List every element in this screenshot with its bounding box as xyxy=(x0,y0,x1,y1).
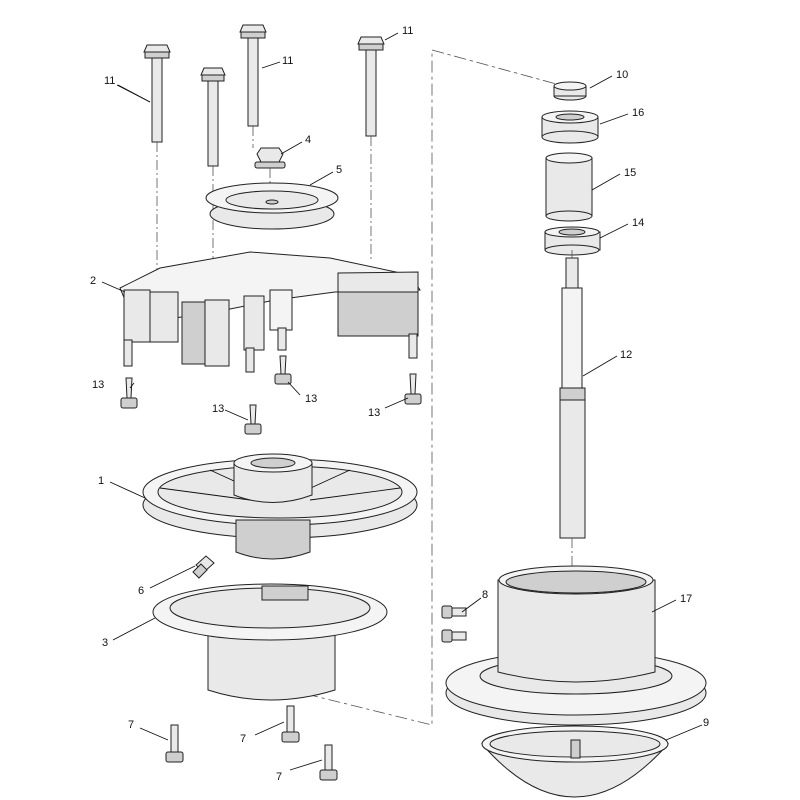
callout-5: 5 xyxy=(336,164,342,176)
screw-8-lower[interactable] xyxy=(441,629,467,643)
seal-10[interactable] xyxy=(553,81,587,101)
grease-fitting-6[interactable] xyxy=(192,555,215,579)
assembly-path-line xyxy=(289,49,561,726)
callout-16: 16 xyxy=(632,107,644,119)
callout-2: 2 xyxy=(90,275,96,287)
pulley-5[interactable] xyxy=(205,182,339,230)
callout-7-left: 7 xyxy=(128,719,134,731)
callout-4: 4 xyxy=(305,134,311,146)
callout-3: 3 xyxy=(102,637,108,649)
callout-9: 9 xyxy=(703,717,709,729)
callout-13-left: 13 xyxy=(92,379,104,391)
spindle-housing-17[interactable] xyxy=(445,565,707,726)
callout-14: 14 xyxy=(632,217,644,229)
callout-11-mid: 11 xyxy=(282,55,293,67)
callout-13-right: 13 xyxy=(368,407,380,419)
callout-labels: 11 11 11 11 4 5 2 13 13 13 13 1 6 3 7 7 … xyxy=(90,25,709,783)
bolt-7-left[interactable] xyxy=(165,724,184,763)
callout-7-right: 7 xyxy=(276,771,282,783)
spacer-15[interactable] xyxy=(545,152,593,222)
spindle-carrier-1[interactable] xyxy=(142,453,418,560)
bolt-13-right[interactable] xyxy=(404,373,422,405)
bolt-11-right[interactable] xyxy=(357,36,385,262)
bolt-13-center[interactable] xyxy=(244,404,262,435)
callout-7-mid: 7 xyxy=(240,733,246,745)
callout-12: 12 xyxy=(620,349,632,361)
bolt-13-mid-right[interactable] xyxy=(274,355,292,385)
nut-4[interactable] xyxy=(254,147,286,185)
screw-8-upper[interactable] xyxy=(441,605,467,619)
callout-8: 8 xyxy=(482,589,488,601)
bolt-11-center[interactable] xyxy=(239,24,267,148)
callout-10: 10 xyxy=(616,69,628,81)
bolt-7-mid[interactable] xyxy=(281,705,300,743)
callout-13-mid-right: 13 xyxy=(305,393,317,405)
housing-2[interactable] xyxy=(119,251,421,373)
callout-1: 1 xyxy=(98,475,104,487)
callout-17: 17 xyxy=(680,593,692,605)
bolt-7-right[interactable] xyxy=(319,744,338,781)
lower-housing-3[interactable] xyxy=(152,583,388,701)
bolt-11-left[interactable] xyxy=(143,44,171,280)
bearing-14[interactable] xyxy=(544,226,601,256)
cover-cup-9[interactable] xyxy=(480,725,670,798)
callout-15: 15 xyxy=(624,167,636,179)
callout-11-left: 11 xyxy=(104,75,115,87)
bolt-13-left[interactable] xyxy=(120,377,138,409)
callout-6: 6 xyxy=(138,585,144,597)
leader-lines xyxy=(101,32,703,771)
callout-11-top: 11 xyxy=(402,25,413,37)
bearing-16[interactable] xyxy=(541,110,599,144)
callout-13-center: 13 xyxy=(212,403,224,415)
spindle-shaft-12[interactable] xyxy=(559,250,586,580)
